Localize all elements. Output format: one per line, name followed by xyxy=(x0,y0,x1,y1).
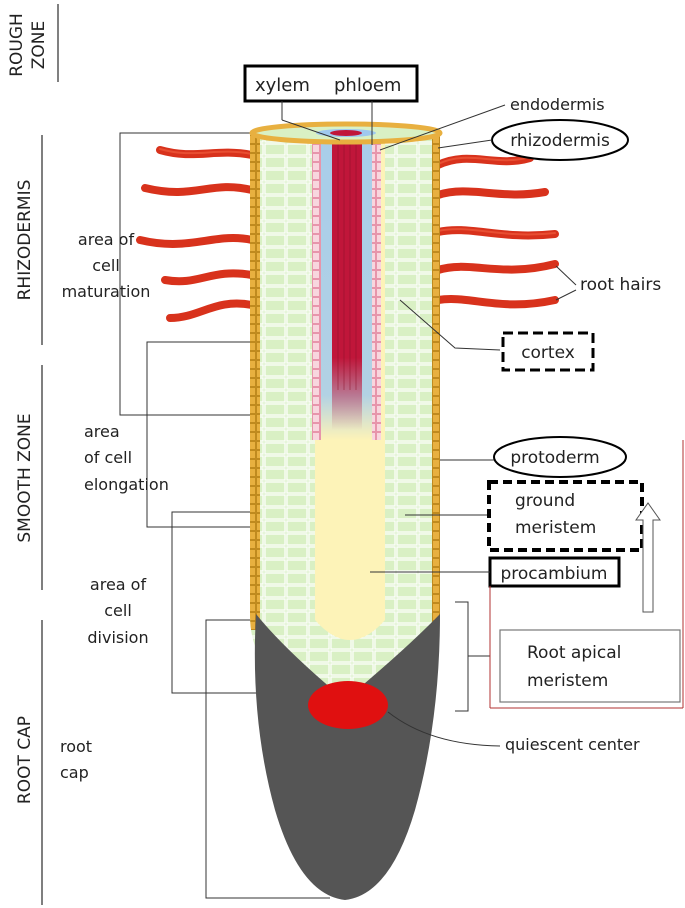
svg-text:maturation: maturation xyxy=(62,282,151,301)
root-apical-meristem-label-1: Root apical xyxy=(527,643,621,663)
protoderm-badge xyxy=(493,436,627,478)
svg-text:of cell: of cell xyxy=(84,448,132,467)
area-brackets xyxy=(119,132,490,899)
svg-text:area: area xyxy=(84,422,120,441)
root-hairs-label: root hairs xyxy=(580,275,661,295)
protoderm-right xyxy=(432,135,440,630)
xylem-phloem-leaders xyxy=(281,101,373,145)
svg-text:cap: cap xyxy=(60,763,89,782)
right-frame xyxy=(489,440,684,709)
phloem-label: phloem xyxy=(334,75,401,96)
root-body xyxy=(250,135,440,700)
quiescent-center-label: quiescent center xyxy=(505,735,640,754)
svg-text:cell: cell xyxy=(104,601,132,620)
cortex-box xyxy=(501,331,595,372)
area-elongation-label: area of cell elongation xyxy=(84,422,169,494)
endodermis-right xyxy=(372,140,381,440)
xylem-label: xylem xyxy=(255,75,310,96)
zone-axis xyxy=(41,4,59,905)
svg-text:division: division xyxy=(87,628,148,647)
up-arrow-icon xyxy=(635,502,661,613)
protoderm-label: protoderm xyxy=(510,448,599,468)
zone-label-rough: ROUGH xyxy=(7,13,27,77)
root-hairs-leaders xyxy=(555,265,577,301)
svg-text:cell: cell xyxy=(92,256,120,275)
endodermis-left xyxy=(312,140,321,440)
ground-meristem-label-2: meristem xyxy=(515,518,596,538)
xylem-strand xyxy=(332,140,362,430)
root-cap xyxy=(254,614,440,900)
xylem-phloem-box xyxy=(243,64,419,103)
procambium-label: procambium xyxy=(501,564,608,584)
svg-text:area of: area of xyxy=(90,575,147,594)
quiescent-center xyxy=(308,681,388,729)
zone-label-rough-2: ZONE xyxy=(29,21,49,70)
area-maturation-label: area of cell maturation xyxy=(62,230,151,301)
root-apical-meristem-box xyxy=(499,629,681,703)
cortex-label: cortex xyxy=(521,343,575,363)
endodermis-label: endodermis xyxy=(510,95,605,114)
area-division-label: area of cell division xyxy=(87,575,148,647)
root-hairs-inner xyxy=(159,148,556,236)
area-root-cap-label: root cap xyxy=(60,737,92,782)
rhizodermis-label: rhizodermis xyxy=(510,131,610,151)
ground-meristem-label-1: ground xyxy=(515,491,575,511)
svg-text:root: root xyxy=(60,737,92,756)
protoderm-left xyxy=(250,135,260,630)
root-apical-meristem-label-2: meristem xyxy=(527,671,608,691)
zone-label-smooth: SMOOTH ZONE xyxy=(15,413,35,542)
svg-text:area of: area of xyxy=(78,230,135,249)
svg-text:elongation: elongation xyxy=(84,475,169,494)
zone-label-root-cap: ROOT CAP xyxy=(15,716,35,804)
zone-label-rhizodermis: RHIZODERMIS xyxy=(15,180,35,301)
